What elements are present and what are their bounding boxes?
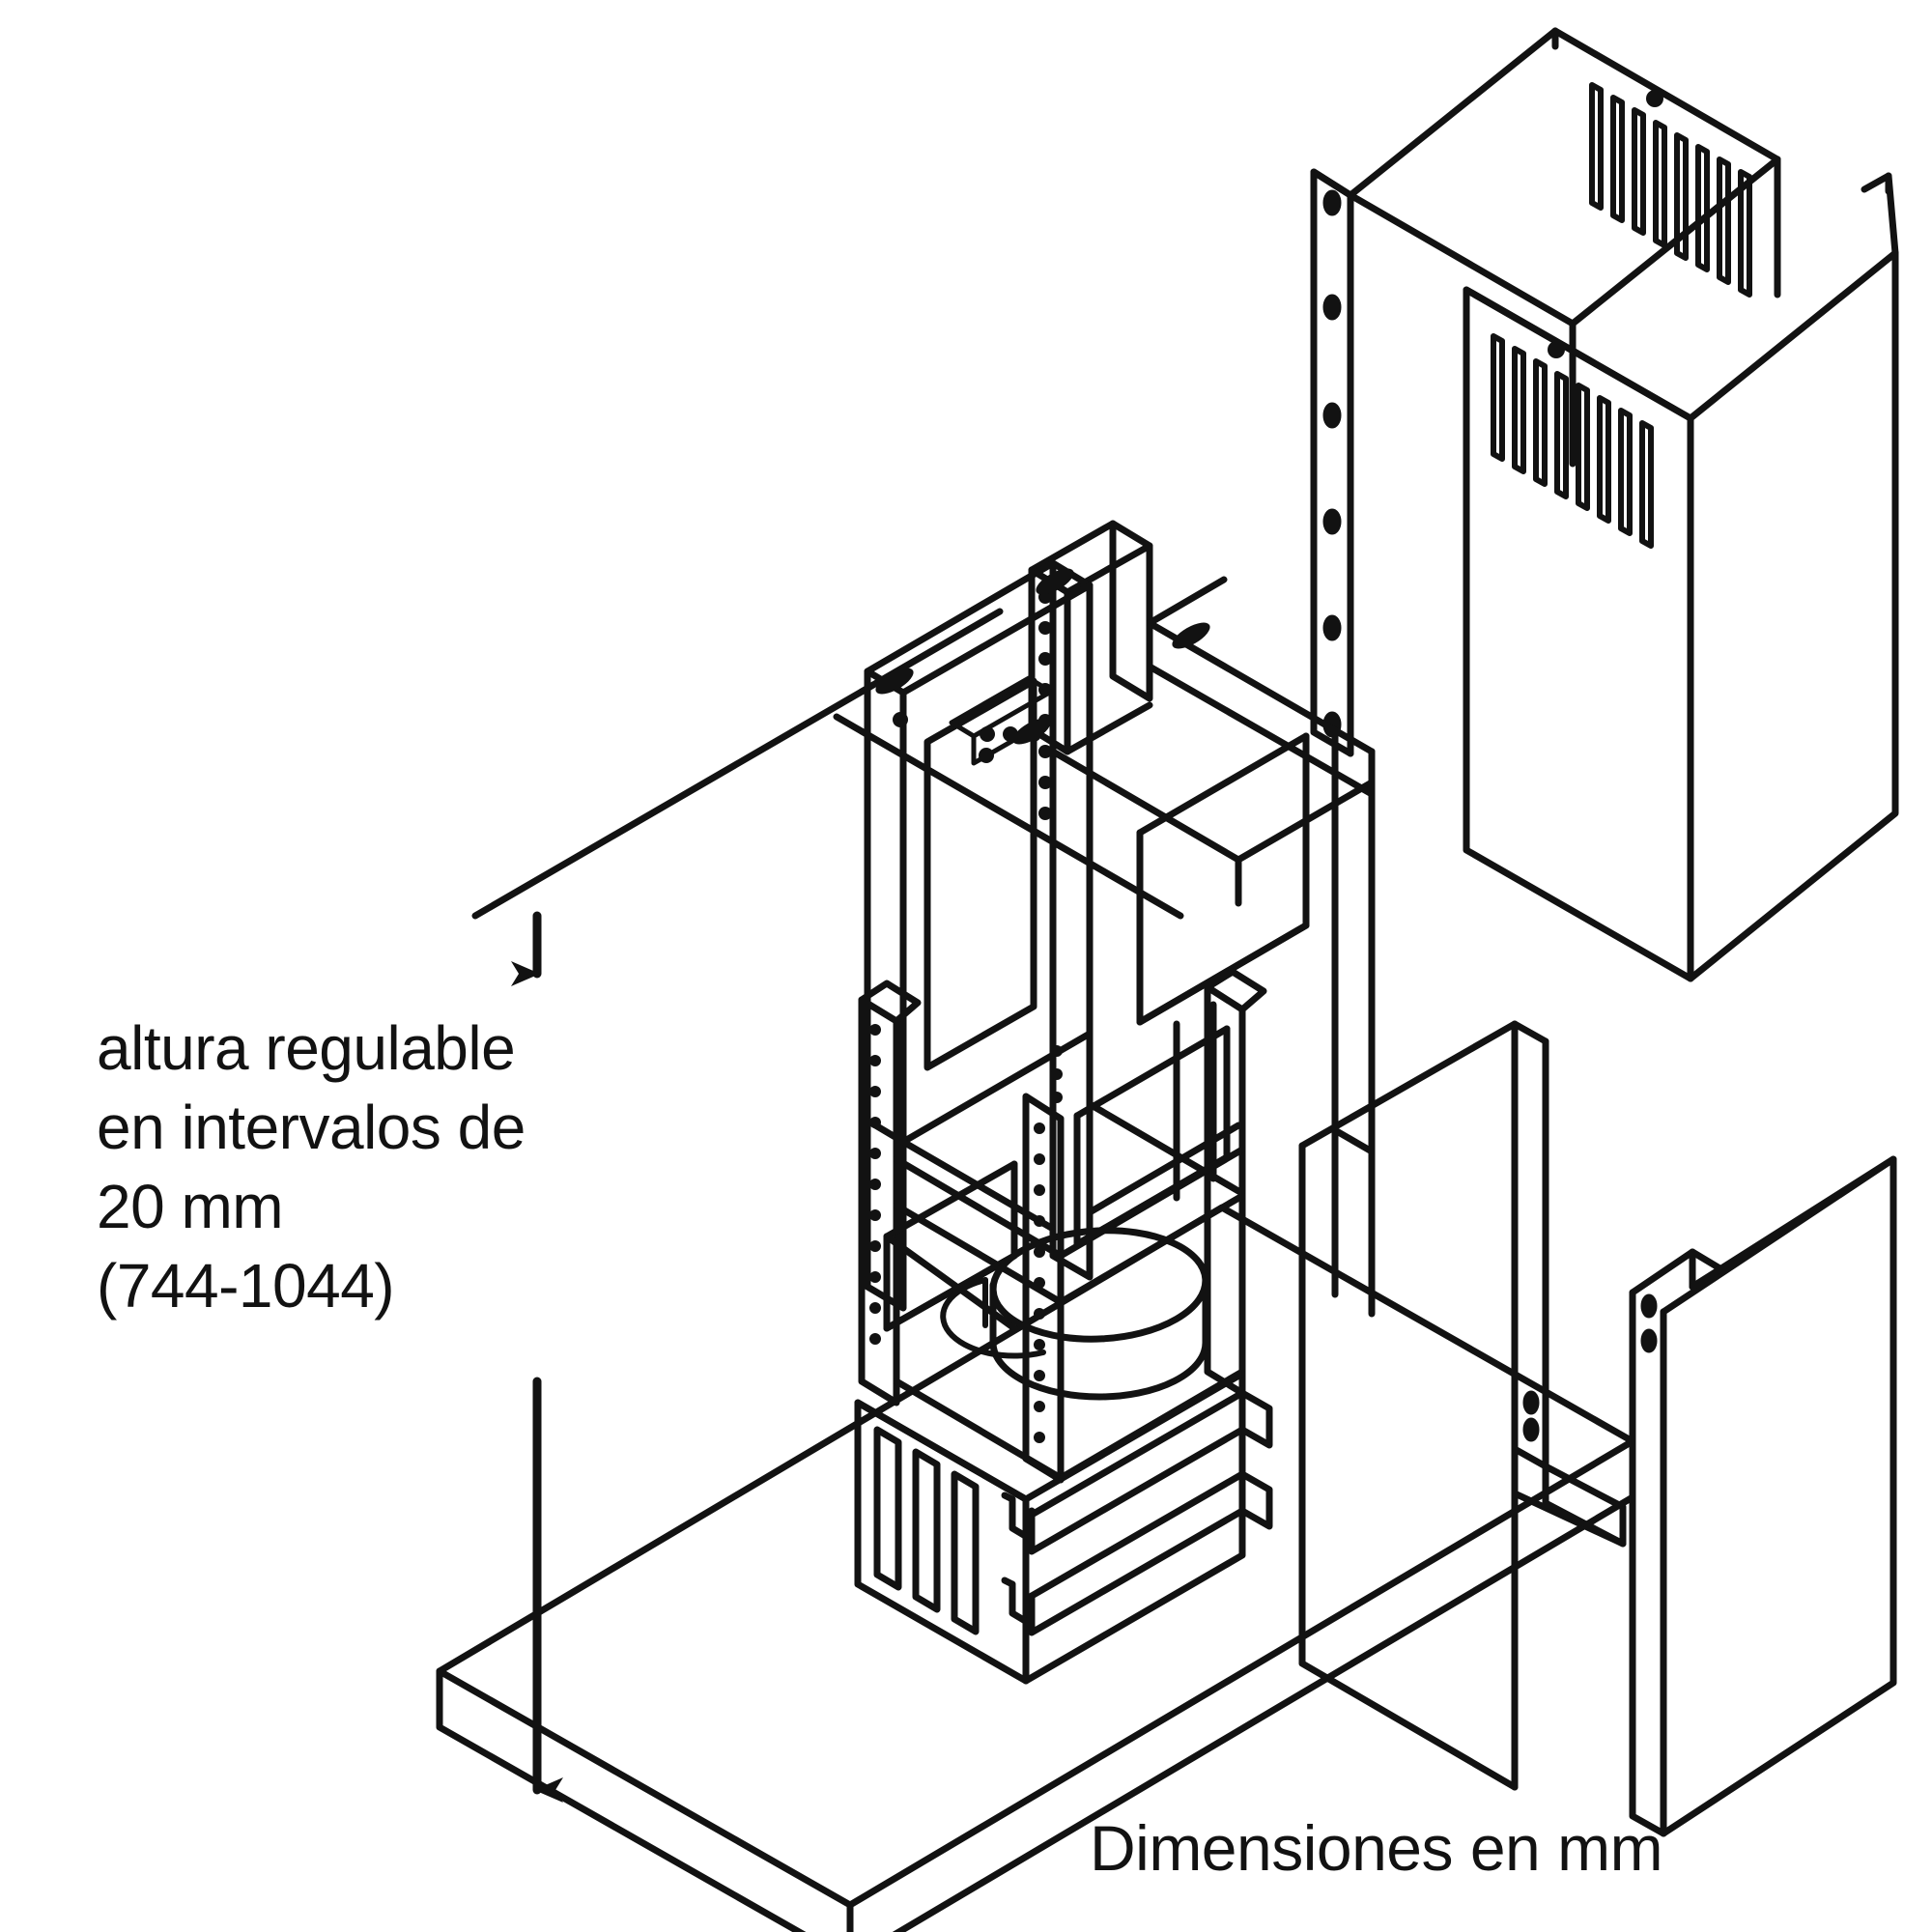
height-adjustment-note: altura regulable en intervalos de 20 mm …: [97, 1013, 526, 1321]
screw-hole-rear-flue: [1646, 90, 1663, 107]
lower-flue-right: [1629, 1155, 1897, 1837]
frame-slot-holes: [875, 568, 1210, 745]
units-note: Dimensiones en mm: [1090, 1812, 1663, 1884]
rail-perforations-left: [869, 1024, 881, 1345]
duct-collar: [989, 1227, 1209, 1401]
vent-grille-rear: [1589, 82, 1752, 298]
lower-flue-left-screw-holes: [1522, 1390, 1540, 1442]
upper-flue-front: [1463, 172, 1899, 982]
lower-flue-right-screw-holes: [1640, 1293, 1658, 1353]
screw-hole-front-flue: [1548, 341, 1565, 358]
ceiling-plate: [471, 608, 1184, 920]
flange-screw-holes-rear: [1322, 189, 1342, 738]
bracket-screw-holes: [893, 712, 1041, 763]
rail-perforations-center: [1034, 1122, 1045, 1443]
rail-perforations-inner: [1051, 1045, 1063, 1103]
hood-body: [854, 1370, 1273, 1685]
lower-flue-left: [1298, 1020, 1627, 1791]
vent-grille-front: [1491, 333, 1654, 549]
duct-collar-inner: [940, 1277, 1046, 1359]
